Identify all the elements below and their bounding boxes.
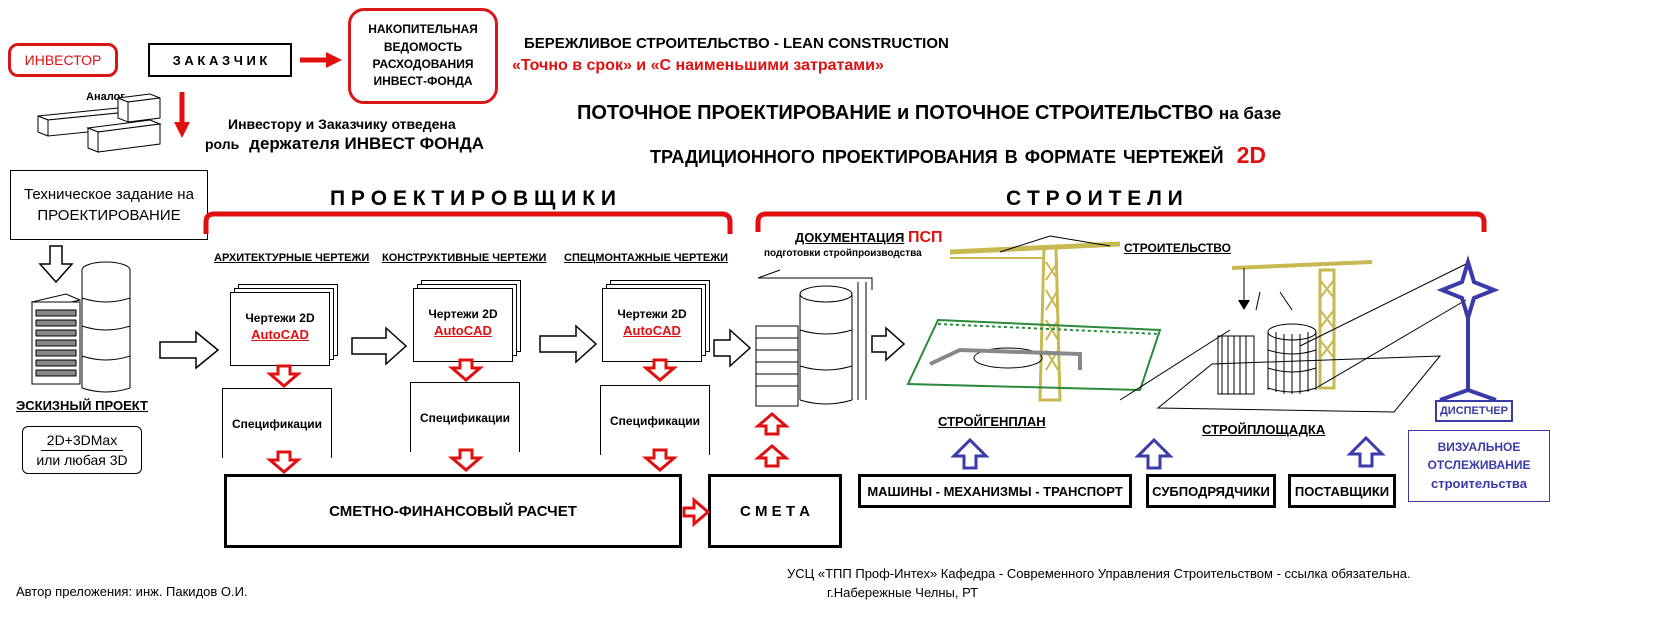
psp-title: ДОКУМЕНТАЦИЯ ПСП — [795, 229, 943, 247]
doc-label: Чертежи 2D — [617, 307, 687, 321]
suppliers-box: ПОСТАВЩИКИ — [1288, 474, 1396, 508]
spec-doc-struct: Спецификации — [410, 382, 520, 452]
doc-label: Чертежи 2D — [428, 307, 498, 321]
suppliers-up-arrow — [1346, 435, 1386, 468]
visual-tracking-box: ВИЗУАЛЬНОЕ ОТСЛЕЖИВАНИЕ строительства — [1408, 430, 1550, 502]
estimate-box: С М Е Т А — [708, 474, 842, 548]
autocad-label: AutoCAD — [251, 327, 309, 342]
customer-box: З А К А З Ч И К — [148, 43, 292, 77]
tech-task-box: Техническое задание на ПРОЕКТИРОВАНИЕ — [10, 170, 208, 240]
psp-subtitle: подготовки стройпроизводства — [764, 248, 922, 259]
calc-to-estimate-arrow — [682, 496, 711, 528]
estimate-up-arrow-upper — [753, 412, 791, 436]
to-arch-arrow — [159, 330, 220, 370]
struct-to-spec-arrow — [447, 358, 485, 382]
drawing-stack-struct: Чертежи 2D AutoCAD — [413, 280, 521, 362]
lean-title: БЕРЕЖЛИВОЕ СТРОИТЕЛЬСТВО - LEAN CONSTRUC… — [524, 35, 949, 52]
estimate-label: С М Е Т А — [740, 502, 810, 520]
machines-box: МАШИНЫ - МЕХАНИЗМЫ - ТРАНСПОРТ — [858, 474, 1132, 508]
site-plan-crane-illustration — [906, 235, 1231, 402]
headline-part1: ПОТОЧНОЕ ПРОЕКТИРОВАНИЕ и ПОТОЧНОЕ СТРОИ… — [577, 102, 1214, 124]
machines-up-arrow — [950, 437, 990, 470]
struct-spec-to-calc-arrow — [447, 448, 485, 472]
construction-label: СТРОИТЕЛЬСТВО — [1124, 241, 1231, 255]
role-main: держателя ИНВЕСТ ФОНДА — [249, 134, 484, 153]
ledger-box: НАКОПИТЕЛЬНАЯ ВЕДОМОСТЬ РАСХОДОВАНИЯ ИНВ… — [348, 8, 498, 104]
drawing-stack-arch: Чертежи 2D AutoCAD — [230, 284, 338, 366]
headline-line2-text: ТРАДИЦИОННОГО ПРОЕКТИРОВАНИЯ В ФОРМАТЕ Ч… — [650, 147, 1224, 167]
customer-down-arrow — [174, 92, 190, 138]
documentation-stack-illustration — [755, 269, 873, 407]
dispatcher-label: ДИСПЕТЧЕР — [1439, 405, 1509, 417]
tech-task-line1: Техническое задание на — [24, 186, 194, 203]
site-plan-label: СТРОЙГЕНПЛАН — [938, 414, 1046, 429]
city-credit: г.Набережные Челны, РТ — [827, 585, 979, 600]
spec-doc-special: Спецификации — [600, 385, 710, 455]
headline-line1: ПОТОЧНОЕ ПРОЕКТИРОВАНИЕ и ПОТОЧНОЕ СТРОИ… — [577, 102, 1281, 125]
sketch-title: ЭСКИЗНЫЙ ПРОЕКТ — [16, 398, 148, 413]
institution-credit: УСЦ «ТПП Проф-Интех» Кафедра - Современн… — [787, 566, 1411, 581]
to-struct-arrow — [351, 326, 408, 366]
column-title-special: СПЕЦМОНТАЖНЫЕ ЧЕРТЕЖИ — [564, 252, 729, 264]
dispatcher-box: ДИСПЕТЧЕР — [1435, 400, 1513, 422]
sketch-line1: 2D+3DMax — [40, 431, 124, 451]
subcontractors-box: СУБПОДРЯДЧИКИ — [1146, 474, 1276, 508]
cost-calc-label: СМЕТНО-ФИНАНСОВЫЙ РАСЧЕТ — [329, 502, 577, 520]
autocad-label: AutoCAD — [434, 323, 492, 338]
estimate-up-arrow-lower — [753, 444, 791, 468]
psp-accent: ПСП — [907, 229, 943, 246]
designers-label: П Р О Е К Т И Р О В Щ И К И — [330, 187, 616, 210]
headline-accent: 2D — [1236, 142, 1267, 168]
headline-line2: ТРАДИЦИОННОГО ПРОЕКТИРОВАНИЯ В ФОРМАТЕ Ч… — [650, 142, 1266, 169]
role-line1: Инвестору и Заказчику отведена — [228, 116, 456, 132]
dispatcher-tower-icon — [1436, 255, 1500, 402]
construction-site-illustration — [1156, 260, 1467, 413]
arch-to-spec-arrow — [265, 364, 303, 388]
designers-bracket — [203, 211, 733, 234]
subcontractors-label: СУБПОДРЯДЧИКИ — [1152, 483, 1270, 499]
investor-label: ИНВЕСТОР — [24, 52, 102, 68]
role-line2: роль держателя ИНВЕСТ ФОНДА — [205, 134, 484, 154]
investor-box: ИНВЕСТОР — [8, 43, 118, 77]
author-credit: Автор преложения: инж. Пакидов О.И. — [16, 584, 248, 599]
ledger-label: НАКОПИТЕЛЬНАЯ ВЕДОМОСТЬ РАСХОДОВАНИЯ ИНВ… — [368, 22, 478, 89]
visual-line2: ОТСЛЕЖИВАНИЕ — [1427, 458, 1531, 473]
machines-label: МАШИНЫ - МЕХАНИЗМЫ - ТРАНСПОРТ — [867, 483, 1123, 499]
doc-label: Чертежи 2D — [245, 311, 315, 325]
tech-task-line2: ПРОЕКТИРОВАНИЕ — [37, 207, 181, 224]
column-title-struct: КОНСТРУКТИВНЫЕ ЧЕРТЕЖИ — [382, 252, 547, 264]
psp-label: ДОКУМЕНТАЦИЯ — [795, 230, 905, 245]
customer-to-ledger-arrow — [300, 52, 342, 68]
analog-label: Аналог — [86, 91, 125, 103]
sketch-box: 2D+3DMax или любая 3D — [22, 426, 142, 474]
tech-task-down-arrow — [38, 245, 74, 284]
visual-line3: строительства — [1431, 476, 1527, 492]
headline-part2: на базе — [1218, 104, 1282, 123]
role-prefix: роль — [205, 136, 240, 152]
subcontractors-up-arrow — [1134, 437, 1174, 470]
sketch-line2: или любая 3D — [36, 451, 128, 468]
special-to-spec-arrow — [641, 358, 679, 382]
spec-doc-arch: Спецификации — [222, 388, 332, 458]
server-database-icon — [30, 261, 131, 393]
lean-subtitle: «Точно в срок» и «С наименьшими затратам… — [512, 57, 884, 74]
site-label: СТРОЙПЛОЩАДКА — [1202, 422, 1326, 437]
to-builders-arrow — [713, 328, 752, 368]
suppliers-label: ПОСТАВЩИКИ — [1294, 483, 1390, 499]
column-title-arch: АРХИТЕКТУРНЫЕ ЧЕРТЕЖИ — [214, 252, 370, 264]
to-special-arrow — [539, 324, 598, 364]
customer-label: З А К А З Ч И К — [172, 52, 268, 68]
cost-calc-box: СМЕТНО-ФИНАНСОВЫЙ РАСЧЕТ — [224, 474, 682, 548]
builders-label: С Т Р О И Т Е Л И — [1006, 187, 1183, 210]
to-site-plan-arrow — [871, 326, 906, 362]
autocad-label: AutoCAD — [623, 323, 681, 338]
visual-line1: ВИЗУАЛЬНОЕ — [1437, 440, 1521, 455]
drawing-stack-special: Чертежи 2D AutoCAD — [602, 280, 710, 362]
